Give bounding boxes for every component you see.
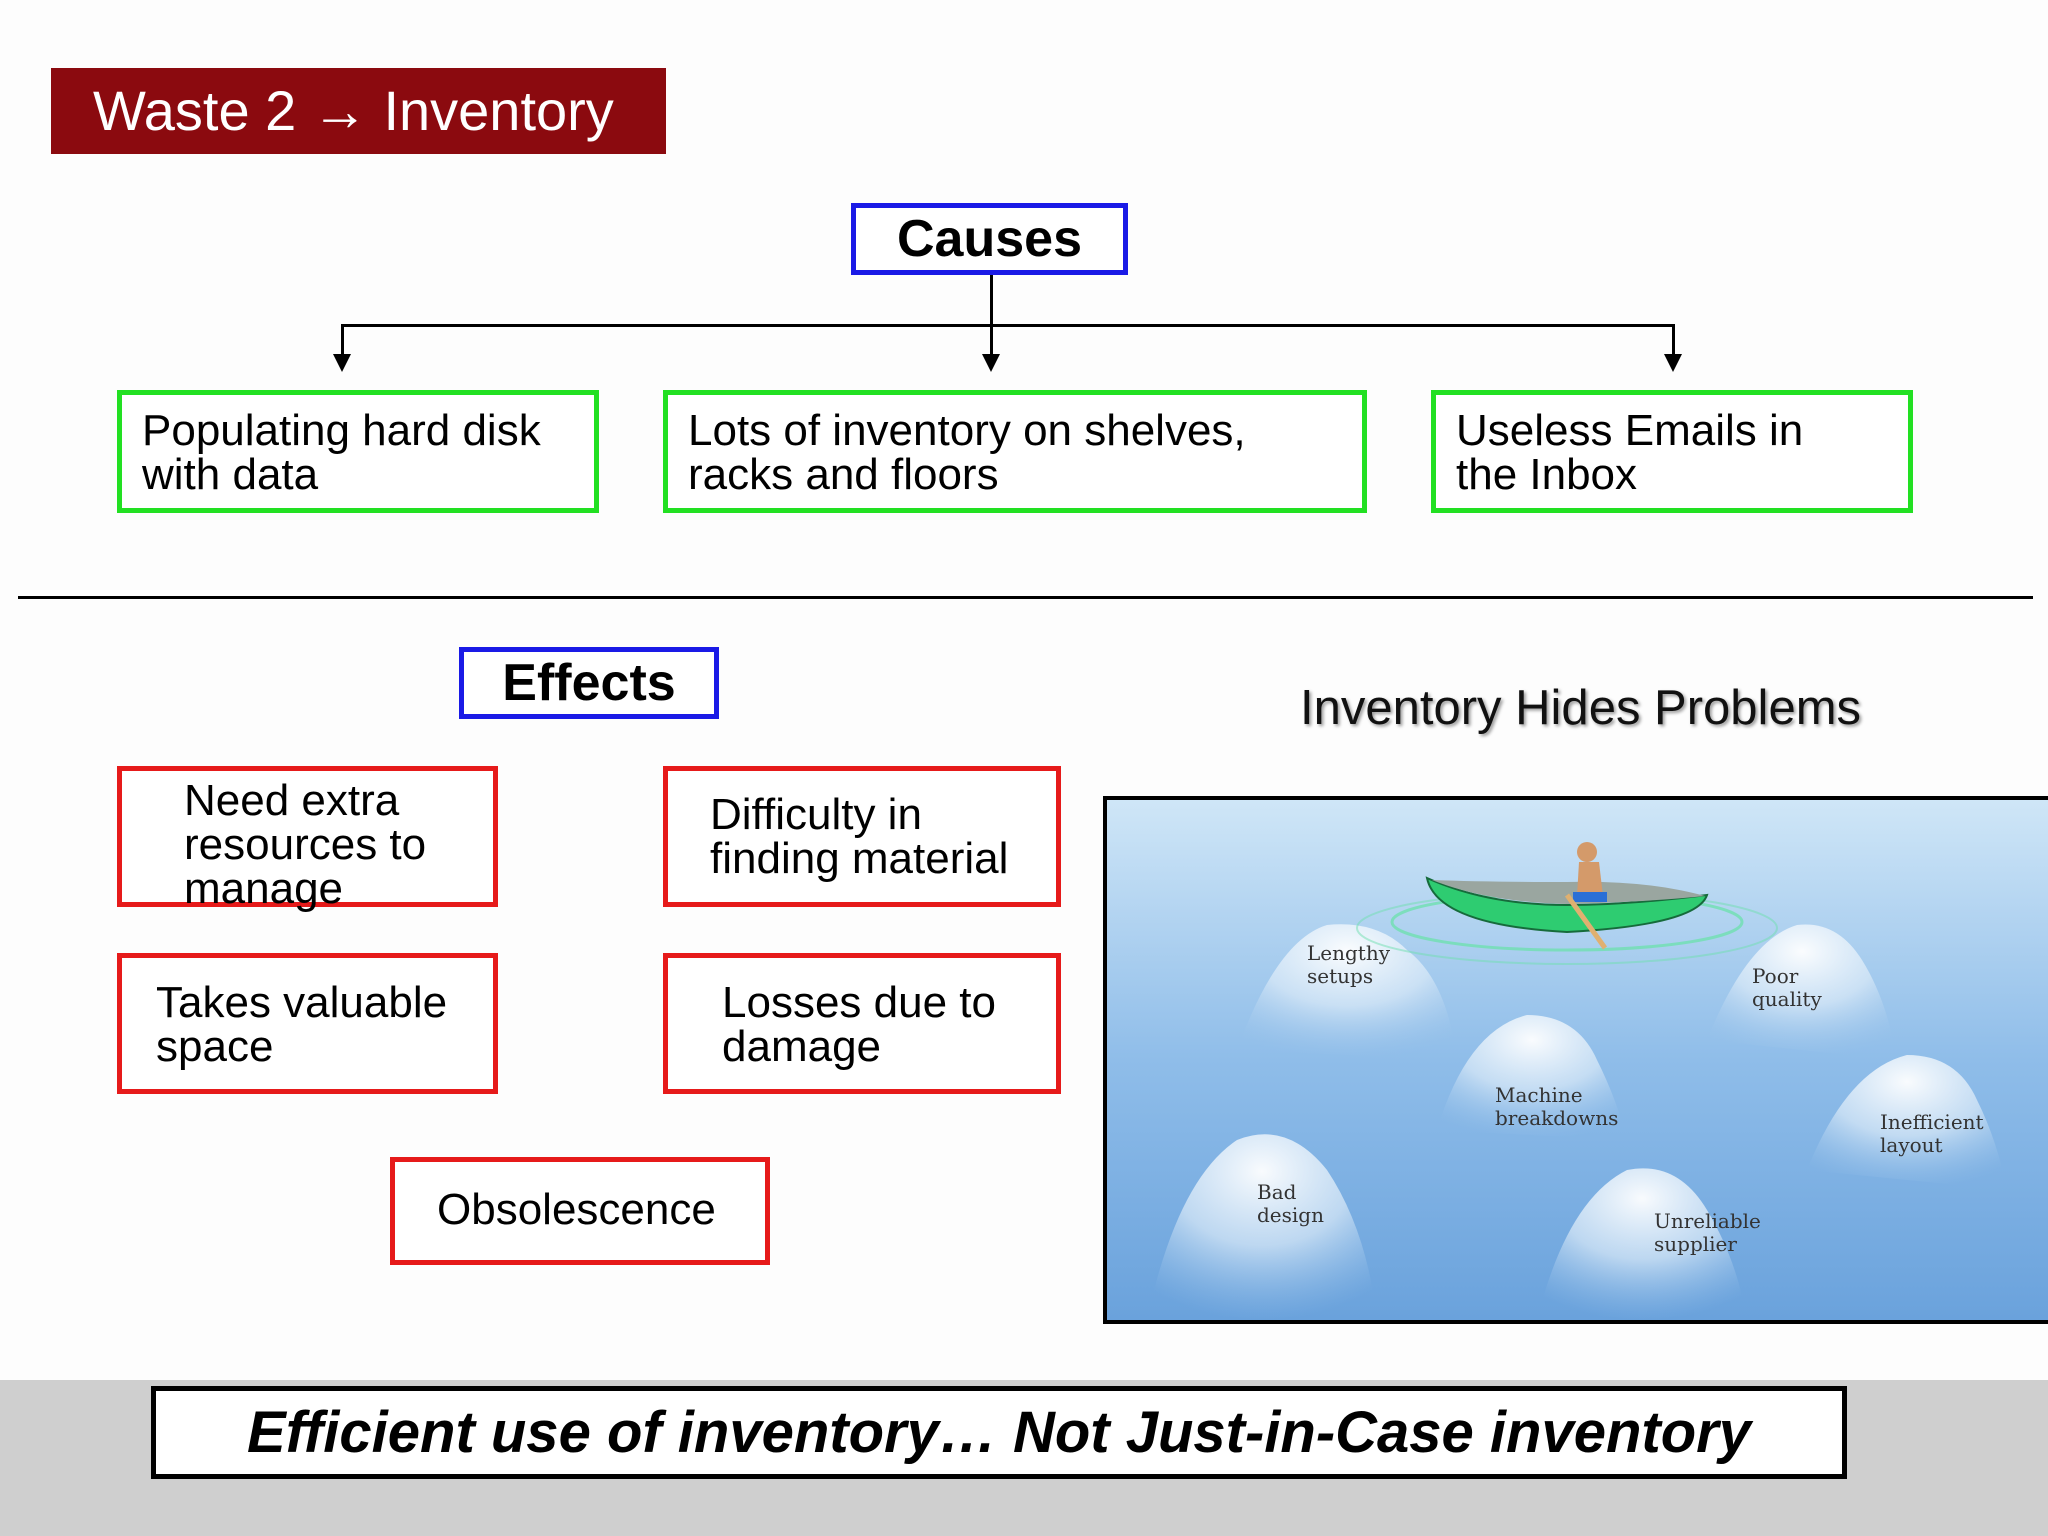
cause-text-line: Lots of inventory on shelves, xyxy=(688,406,1246,455)
footer-message: Efficient use of inventory… Not Just-in-… xyxy=(151,1386,1847,1479)
connector-right xyxy=(1672,324,1675,354)
effects-header: Effects xyxy=(459,647,719,719)
section-divider xyxy=(18,596,2033,599)
effect-box-obsolescence: Obsolescence xyxy=(390,1157,770,1265)
illustration-title: Inventory Hides Problems xyxy=(1300,681,1862,735)
effect-box-finding-material: Difficulty in finding material xyxy=(663,766,1061,907)
arrow-right xyxy=(1664,354,1682,372)
paddler-body xyxy=(1577,862,1603,896)
rock-unreliable-supplier xyxy=(1537,1168,1747,1320)
cause-box-shelves: Lots of inventory on shelves, racks and … xyxy=(663,390,1367,513)
connector-horizontal xyxy=(341,324,1675,327)
effect-text-line: Difficulty in xyxy=(710,790,922,839)
effect-text-line: damage xyxy=(722,1022,882,1071)
connector-middle xyxy=(990,324,993,354)
connector-vertical xyxy=(990,275,993,326)
causes-header: Causes xyxy=(851,203,1128,275)
effect-text-line: Losses due to xyxy=(722,978,996,1027)
canoe-interior xyxy=(1432,880,1705,904)
cause-text-line: the Inbox xyxy=(1456,450,1638,499)
arrow-left xyxy=(333,354,351,372)
rock-machine-breakdowns xyxy=(1437,1015,1627,1140)
paddler-shorts xyxy=(1573,892,1607,902)
cause-box-emails: Useless Emails in the Inbox xyxy=(1431,390,1913,513)
rock-lengthy-setups xyxy=(1237,924,1457,1060)
effect-text-line: finding material xyxy=(710,834,1009,883)
cause-box-hard-disk: Populating hard disk with data xyxy=(117,390,599,513)
effect-box-resources: Need extra resources to manage xyxy=(117,766,498,911)
cause-text-line: racks and floors xyxy=(688,450,999,499)
canoe xyxy=(1425,876,1709,934)
slide-title: Waste 2 → Inventory xyxy=(51,68,666,154)
effect-text-line: manage xyxy=(184,864,344,913)
effect-text-line: Need extra xyxy=(184,776,400,825)
rock-poor-quality xyxy=(1707,924,1897,1060)
effect-text-line: space xyxy=(156,1022,274,1071)
cause-text-line: with data xyxy=(142,450,319,499)
arrow-middle xyxy=(982,354,1000,372)
rock-inefficient-layout xyxy=(1807,1055,2007,1190)
rock-bad-design xyxy=(1147,1134,1377,1320)
paddler-head xyxy=(1577,842,1597,862)
effect-text-line: resources to xyxy=(184,820,427,869)
effect-text-line: Obsolescence xyxy=(437,1185,716,1234)
connector-left xyxy=(341,324,344,354)
effect-text-line: Takes valuable xyxy=(156,978,448,1027)
paddle xyxy=(1564,893,1608,950)
cause-text-line: Populating hard disk xyxy=(142,406,541,455)
effect-box-valuable-space: Takes valuable space xyxy=(117,953,498,1094)
effect-box-damage: Losses due to damage xyxy=(663,953,1061,1094)
cause-text-line: Useless Emails in xyxy=(1456,406,1804,455)
